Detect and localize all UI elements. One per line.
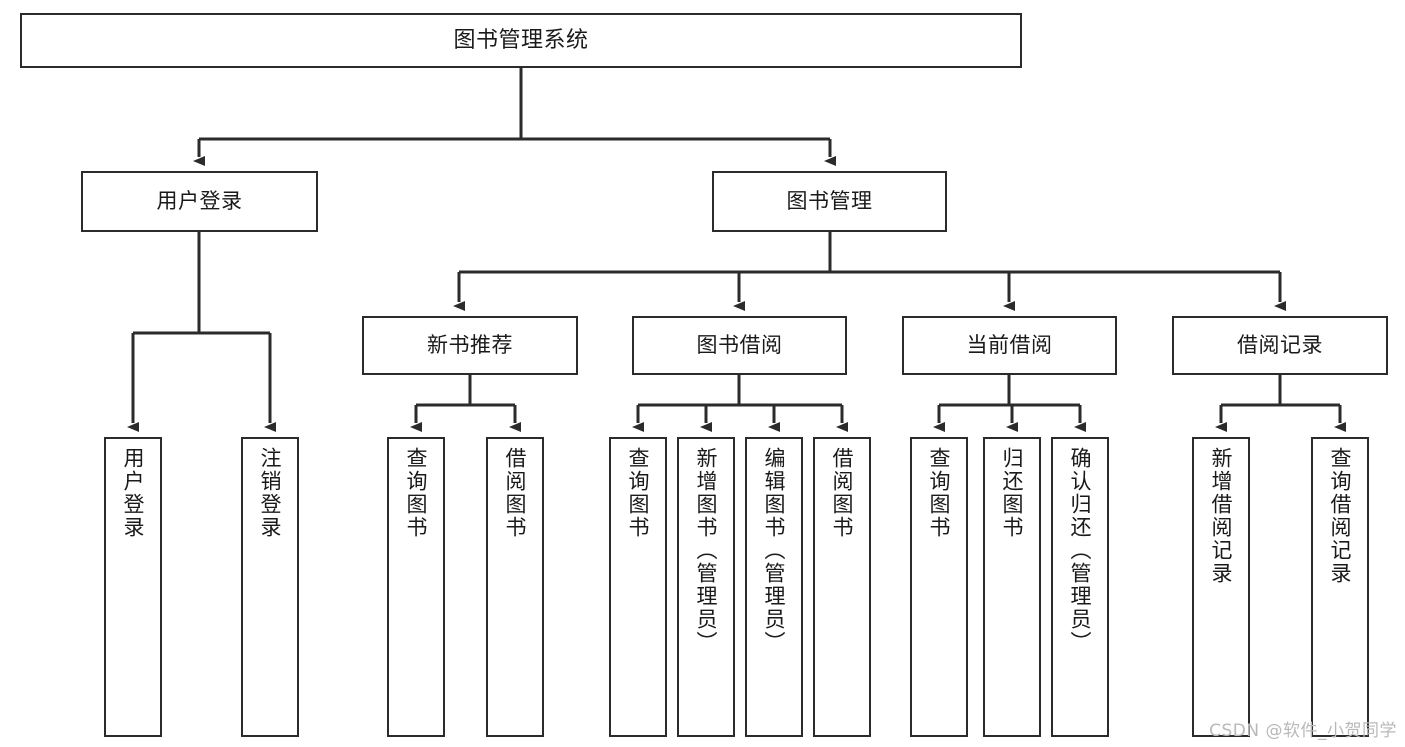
- node-leaf-edit-book-label: 编辑图书（管理员）: [762, 447, 787, 654]
- watermark: CSDN @软件_小贺同学: [1209, 721, 1397, 741]
- node-user-login-label: 用户登录: [156, 189, 243, 214]
- node-leaf-edit-book[interactable]: 编辑图书（管理员）: [745, 437, 803, 737]
- node-leaf-user-login-label: 用户登录: [121, 447, 146, 539]
- node-leaf-confirm-return-label: 确认归还（管理员）: [1068, 447, 1093, 654]
- node-leaf-add-record[interactable]: 新增借阅记录: [1192, 437, 1250, 737]
- node-leaf-query-book-current[interactable]: 查询图书: [910, 437, 968, 737]
- node-leaf-user-login[interactable]: 用户登录: [104, 437, 162, 737]
- node-leaf-logout[interactable]: 注销登录: [241, 437, 299, 737]
- node-current-borrow[interactable]: 当前借阅: [902, 316, 1117, 375]
- node-root[interactable]: 图书管理系统: [20, 13, 1022, 68]
- node-leaf-borrow-book-label: 借阅图书: [830, 447, 855, 539]
- node-leaf-query-book-current-label: 查询图书: [927, 447, 952, 539]
- node-root-label: 图书管理系统: [453, 27, 589, 53]
- node-leaf-borrow-book-recommend[interactable]: 借阅图书: [486, 437, 544, 737]
- node-leaf-add-record-label: 新增借阅记录: [1209, 447, 1234, 585]
- node-book-borrow[interactable]: 图书借阅: [632, 316, 847, 375]
- node-leaf-query-book-recommend[interactable]: 查询图书: [387, 437, 445, 737]
- node-leaf-return-book-label: 归还图书: [1000, 447, 1025, 539]
- node-leaf-query-book-borrow-label: 查询图书: [626, 447, 651, 539]
- node-leaf-borrow-book-recommend-label: 借阅图书: [503, 447, 528, 539]
- node-leaf-logout-label: 注销登录: [258, 447, 283, 539]
- node-book-manage[interactable]: 图书管理: [712, 171, 947, 232]
- node-new-book-recommend-label: 新书推荐: [427, 333, 513, 358]
- node-leaf-add-book[interactable]: 新增图书（管理员）: [677, 437, 735, 737]
- node-book-borrow-label: 图书借阅: [696, 333, 783, 358]
- node-borrow-record-label: 借阅记录: [1237, 333, 1323, 358]
- node-leaf-query-record-label: 查询借阅记录: [1328, 447, 1353, 585]
- node-leaf-confirm-return[interactable]: 确认归还（管理员）: [1051, 437, 1109, 737]
- node-leaf-add-book-label: 新增图书（管理员）: [694, 447, 719, 654]
- node-new-book-recommend[interactable]: 新书推荐: [362, 316, 578, 375]
- node-leaf-return-book[interactable]: 归还图书: [983, 437, 1041, 737]
- node-current-borrow-label: 当前借阅: [966, 333, 1053, 358]
- node-leaf-query-record[interactable]: 查询借阅记录: [1311, 437, 1369, 737]
- node-leaf-query-book-recommend-label: 查询图书: [404, 447, 429, 539]
- node-borrow-record[interactable]: 借阅记录: [1172, 316, 1388, 375]
- node-book-manage-label: 图书管理: [786, 189, 873, 214]
- node-leaf-query-book-borrow[interactable]: 查询图书: [609, 437, 667, 737]
- node-user-login[interactable]: 用户登录: [81, 171, 318, 232]
- node-leaf-borrow-book[interactable]: 借阅图书: [813, 437, 871, 737]
